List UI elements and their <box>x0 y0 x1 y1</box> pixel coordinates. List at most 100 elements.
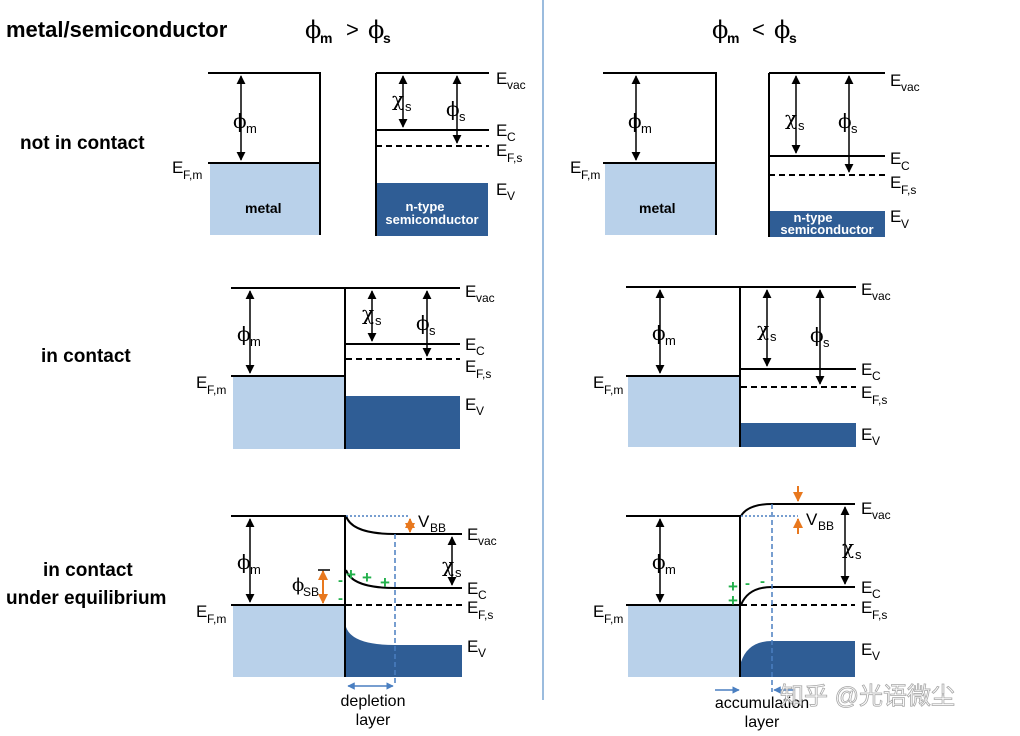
svg-text:-: - <box>338 590 343 607</box>
depletion-label-2: layer <box>356 712 391 729</box>
svg-text:E: E <box>861 578 872 597</box>
svg-text:m: m <box>246 121 257 136</box>
svg-text:+: + <box>346 565 356 584</box>
svg-text:s: s <box>383 30 391 46</box>
metal-block <box>210 163 320 235</box>
svg-text:s: s <box>855 547 862 562</box>
svg-text:E: E <box>496 180 507 199</box>
svg-text:ϕ: ϕ <box>712 16 728 44</box>
svg-text:vac: vac <box>901 80 920 94</box>
svg-text:ϕ: ϕ <box>233 109 247 133</box>
svg-text:s: s <box>789 30 797 46</box>
svg-text:>: > <box>346 17 359 42</box>
svg-text:BB: BB <box>430 521 446 535</box>
svg-text:-: - <box>745 575 750 592</box>
svg-text:vac: vac <box>872 508 891 522</box>
svg-text:E: E <box>861 598 872 617</box>
svg-text:E: E <box>496 141 507 160</box>
svg-text:E: E <box>890 207 901 226</box>
svg-text:m: m <box>665 333 676 348</box>
watermark: 知乎 @光语微尘 <box>780 683 955 710</box>
metal-block <box>628 605 740 677</box>
svg-text:V: V <box>806 510 818 529</box>
svg-text:V: V <box>418 512 430 531</box>
svg-text:n-type: n-type <box>406 199 445 214</box>
svg-text:s: s <box>770 329 777 344</box>
row-label-equilibrium-1: in contact <box>43 560 133 581</box>
svg-text:E: E <box>465 357 476 376</box>
svg-text:+: + <box>380 573 390 592</box>
svg-text:E: E <box>570 158 581 177</box>
svg-text:s: s <box>798 118 805 133</box>
svg-text:ϕ: ϕ <box>652 550 666 574</box>
row-label-not-in-contact: not in contact <box>20 133 145 154</box>
svg-text:E: E <box>196 602 207 621</box>
svg-text:+: + <box>362 568 372 587</box>
svg-text:C: C <box>507 130 516 144</box>
svg-text:E: E <box>496 121 507 140</box>
svg-text:+: + <box>728 591 738 610</box>
page-title: metal/semiconductor <box>6 17 228 42</box>
metal-label: metal <box>245 200 282 216</box>
svg-text:V: V <box>478 646 486 660</box>
svg-text:-: - <box>760 573 765 590</box>
diagram-r1-left: ϕ m metal E F,m χ s ϕ s n-type semicondu… <box>172 69 526 236</box>
svg-text:F,m: F,m <box>604 612 623 626</box>
semiconductor-block <box>346 627 462 677</box>
svg-text:ϕ: ϕ <box>305 16 321 44</box>
svg-text:χ: χ <box>442 553 454 577</box>
svg-text:-: - <box>338 572 343 589</box>
svg-text:χ: χ <box>842 535 854 559</box>
svg-text:vac: vac <box>476 291 495 305</box>
svg-text:E: E <box>890 173 901 192</box>
svg-text:ϕ: ϕ <box>416 311 430 335</box>
svg-text:E: E <box>465 395 476 414</box>
svg-text:E: E <box>861 425 872 444</box>
svg-text:E: E <box>593 602 604 621</box>
svg-text:V: V <box>872 649 880 663</box>
svg-text:χ: χ <box>757 317 769 341</box>
svg-text:semiconductor: semiconductor <box>780 222 873 237</box>
svg-text:E: E <box>465 335 476 354</box>
svg-text:n-type: n-type <box>794 210 833 225</box>
svg-text:V: V <box>476 404 484 418</box>
svg-text:vac: vac <box>872 289 891 303</box>
svg-text:E: E <box>861 360 872 379</box>
metal-block <box>233 605 345 677</box>
svg-text:ϕ: ϕ <box>237 322 251 346</box>
svg-text:ϕ: ϕ <box>652 321 666 345</box>
svg-text:F,s: F,s <box>478 608 493 622</box>
svg-text:E: E <box>861 640 872 659</box>
svg-text:m: m <box>250 562 261 577</box>
svg-text:s: s <box>429 323 436 338</box>
svg-text:s: s <box>405 99 412 114</box>
svg-text:χ: χ <box>785 106 797 130</box>
svg-text:ϕ: ϕ <box>368 16 384 44</box>
svg-text:vac: vac <box>478 534 497 548</box>
svg-text:F,m: F,m <box>581 168 600 182</box>
metal-label: metal <box>639 200 676 216</box>
svg-text:s: s <box>823 335 830 350</box>
svg-text:SB: SB <box>303 585 319 599</box>
svg-text:s: s <box>851 121 858 136</box>
svg-text:E: E <box>861 383 872 402</box>
metal-block <box>628 376 740 447</box>
svg-text:semiconductor: semiconductor <box>385 212 478 227</box>
svg-text:s: s <box>375 313 382 328</box>
depletion-label-1: depletion <box>341 693 406 710</box>
svg-text:E: E <box>890 149 901 168</box>
svg-text:E: E <box>496 69 507 88</box>
svg-text:E: E <box>861 280 872 299</box>
svg-text:χ: χ <box>392 87 404 111</box>
right-condition: ϕ m < ϕ s <box>712 16 797 46</box>
svg-text:ϕ: ϕ <box>774 16 790 44</box>
svg-text:E: E <box>465 282 476 301</box>
svg-text:m: m <box>665 562 676 577</box>
svg-text:ϕ: ϕ <box>446 97 460 121</box>
svg-text:m: m <box>320 30 332 46</box>
svg-text:ϕ: ϕ <box>810 323 824 347</box>
